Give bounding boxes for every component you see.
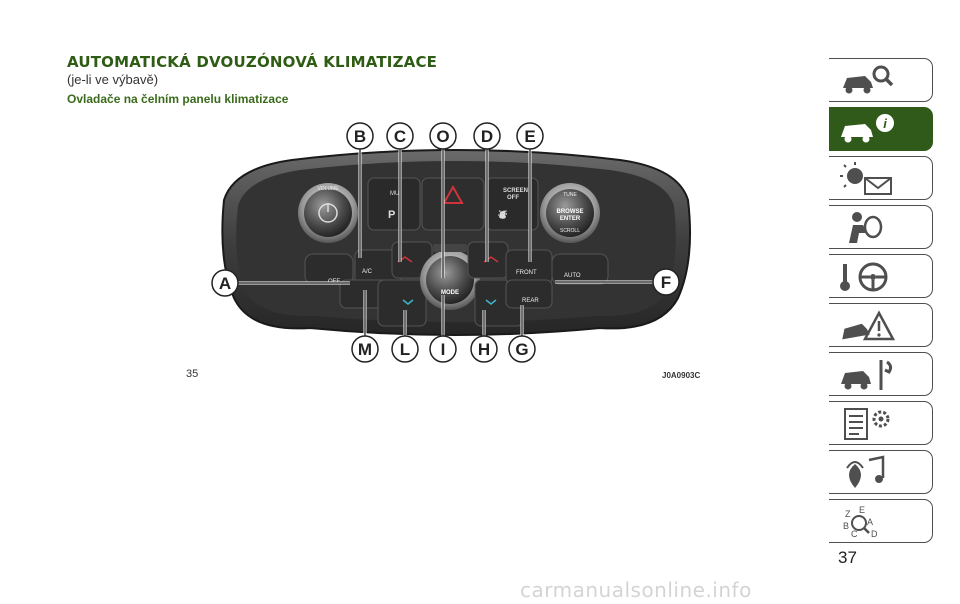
- watermark-text: carmanualsonline.info: [520, 578, 752, 602]
- callout-i: I: [429, 335, 457, 363]
- tab-multimedia[interactable]: [829, 450, 933, 494]
- svg-text:D: D: [481, 127, 493, 146]
- tab-technical-data[interactable]: [829, 401, 933, 445]
- callout-a: A: [211, 269, 239, 297]
- alphabetical-index-icon: Z E B A C D: [843, 505, 878, 539]
- tab-driving[interactable]: [829, 254, 933, 298]
- figure-number: 35: [186, 368, 199, 380]
- svg-text:G: G: [515, 340, 528, 359]
- svg-text:REAR: REAR: [522, 298, 539, 304]
- car-search-icon: [843, 65, 894, 94]
- svg-text:A: A: [219, 274, 231, 293]
- callout-l: L: [391, 335, 419, 363]
- figure-callouts: B C O D E A F M L I H G: [211, 122, 680, 363]
- callout-e: E: [516, 122, 544, 150]
- svg-text:M: M: [358, 340, 372, 359]
- figure-code: J0A0903C: [662, 371, 701, 380]
- svg-text:VOLUME: VOLUME: [317, 186, 339, 192]
- section-title: AUTOMATICKÁ DVOUZÓNOVÁ KLIMATIZACE: [67, 53, 438, 71]
- section-subtitle: (je-li ve výbavě): [67, 72, 159, 87]
- svg-text:MU: MU: [390, 191, 399, 197]
- steering-wheel-icon: [840, 262, 888, 292]
- airbag-person-icon: [849, 212, 883, 243]
- svg-text:ENTER: ENTER: [560, 216, 581, 222]
- svg-text:D: D: [871, 529, 878, 539]
- climate-control-panel-figure: VOLUME TUNE BROWSE ENTER SCROLL MU P SCR…: [200, 120, 710, 370]
- callout-f: F: [652, 268, 680, 296]
- svg-text:BROWSE: BROWSE: [557, 209, 584, 215]
- svg-text:AUTO: AUTO: [564, 273, 581, 279]
- car-info-icon: i: [841, 114, 894, 143]
- svg-text:E: E: [524, 127, 535, 146]
- tab-warning-lights[interactable]: [829, 156, 933, 200]
- callout-b: B: [346, 122, 374, 150]
- svg-text:C: C: [851, 529, 858, 539]
- svg-text:Z: Z: [845, 509, 851, 519]
- tab-index[interactable]: Z E B A C D: [829, 499, 933, 543]
- svg-text:O: O: [436, 127, 449, 146]
- svg-text:i: i: [883, 116, 887, 131]
- car-service-icon: [841, 360, 893, 390]
- svg-text:L: L: [400, 340, 410, 359]
- svg-text:FRONT: FRONT: [516, 270, 537, 276]
- callout-c: C: [386, 122, 414, 150]
- warning-light-mail-icon: [840, 162, 892, 195]
- car-crash-warning-icon: [842, 310, 895, 341]
- svg-text:MODE: MODE: [441, 290, 459, 296]
- callout-g: G: [508, 335, 536, 363]
- tab-safety[interactable]: [829, 205, 933, 249]
- svg-text:A/C: A/C: [362, 269, 373, 275]
- svg-text:⛇: ⛇: [497, 209, 507, 220]
- svg-text:E: E: [859, 505, 865, 515]
- callout-d: D: [473, 122, 501, 150]
- svg-text:I: I: [441, 340, 446, 359]
- technical-data-icon: [844, 408, 890, 440]
- climate-panel-illustration: VOLUME TUNE BROWSE ENTER SCROLL MU P SCR…: [211, 122, 692, 363]
- callout-o: O: [429, 122, 457, 150]
- tab-car-search[interactable]: [829, 58, 933, 102]
- svg-text:A: A: [867, 517, 873, 527]
- svg-text:SCROLL: SCROLL: [560, 228, 580, 234]
- svg-text:P: P: [388, 209, 395, 221]
- subsection-heading: Ovladače na čelním panelu klimatizace: [67, 92, 289, 106]
- svg-text:F: F: [661, 273, 671, 292]
- page-number: 37: [838, 548, 857, 567]
- svg-text:B: B: [354, 127, 366, 146]
- callout-m: M: [351, 335, 379, 363]
- svg-text:B: B: [843, 521, 849, 531]
- svg-text:SCREEN: SCREEN: [503, 188, 528, 194]
- svg-text:OFF: OFF: [507, 195, 519, 201]
- tab-car-info[interactable]: i: [829, 107, 933, 151]
- tab-service[interactable]: [829, 352, 933, 396]
- svg-text:H: H: [478, 340, 490, 359]
- multimedia-icon: [846, 455, 885, 488]
- tab-emergency[interactable]: [829, 303, 933, 347]
- svg-text:TUNE: TUNE: [563, 192, 577, 198]
- svg-text:C: C: [394, 127, 406, 146]
- callout-h: H: [470, 335, 498, 363]
